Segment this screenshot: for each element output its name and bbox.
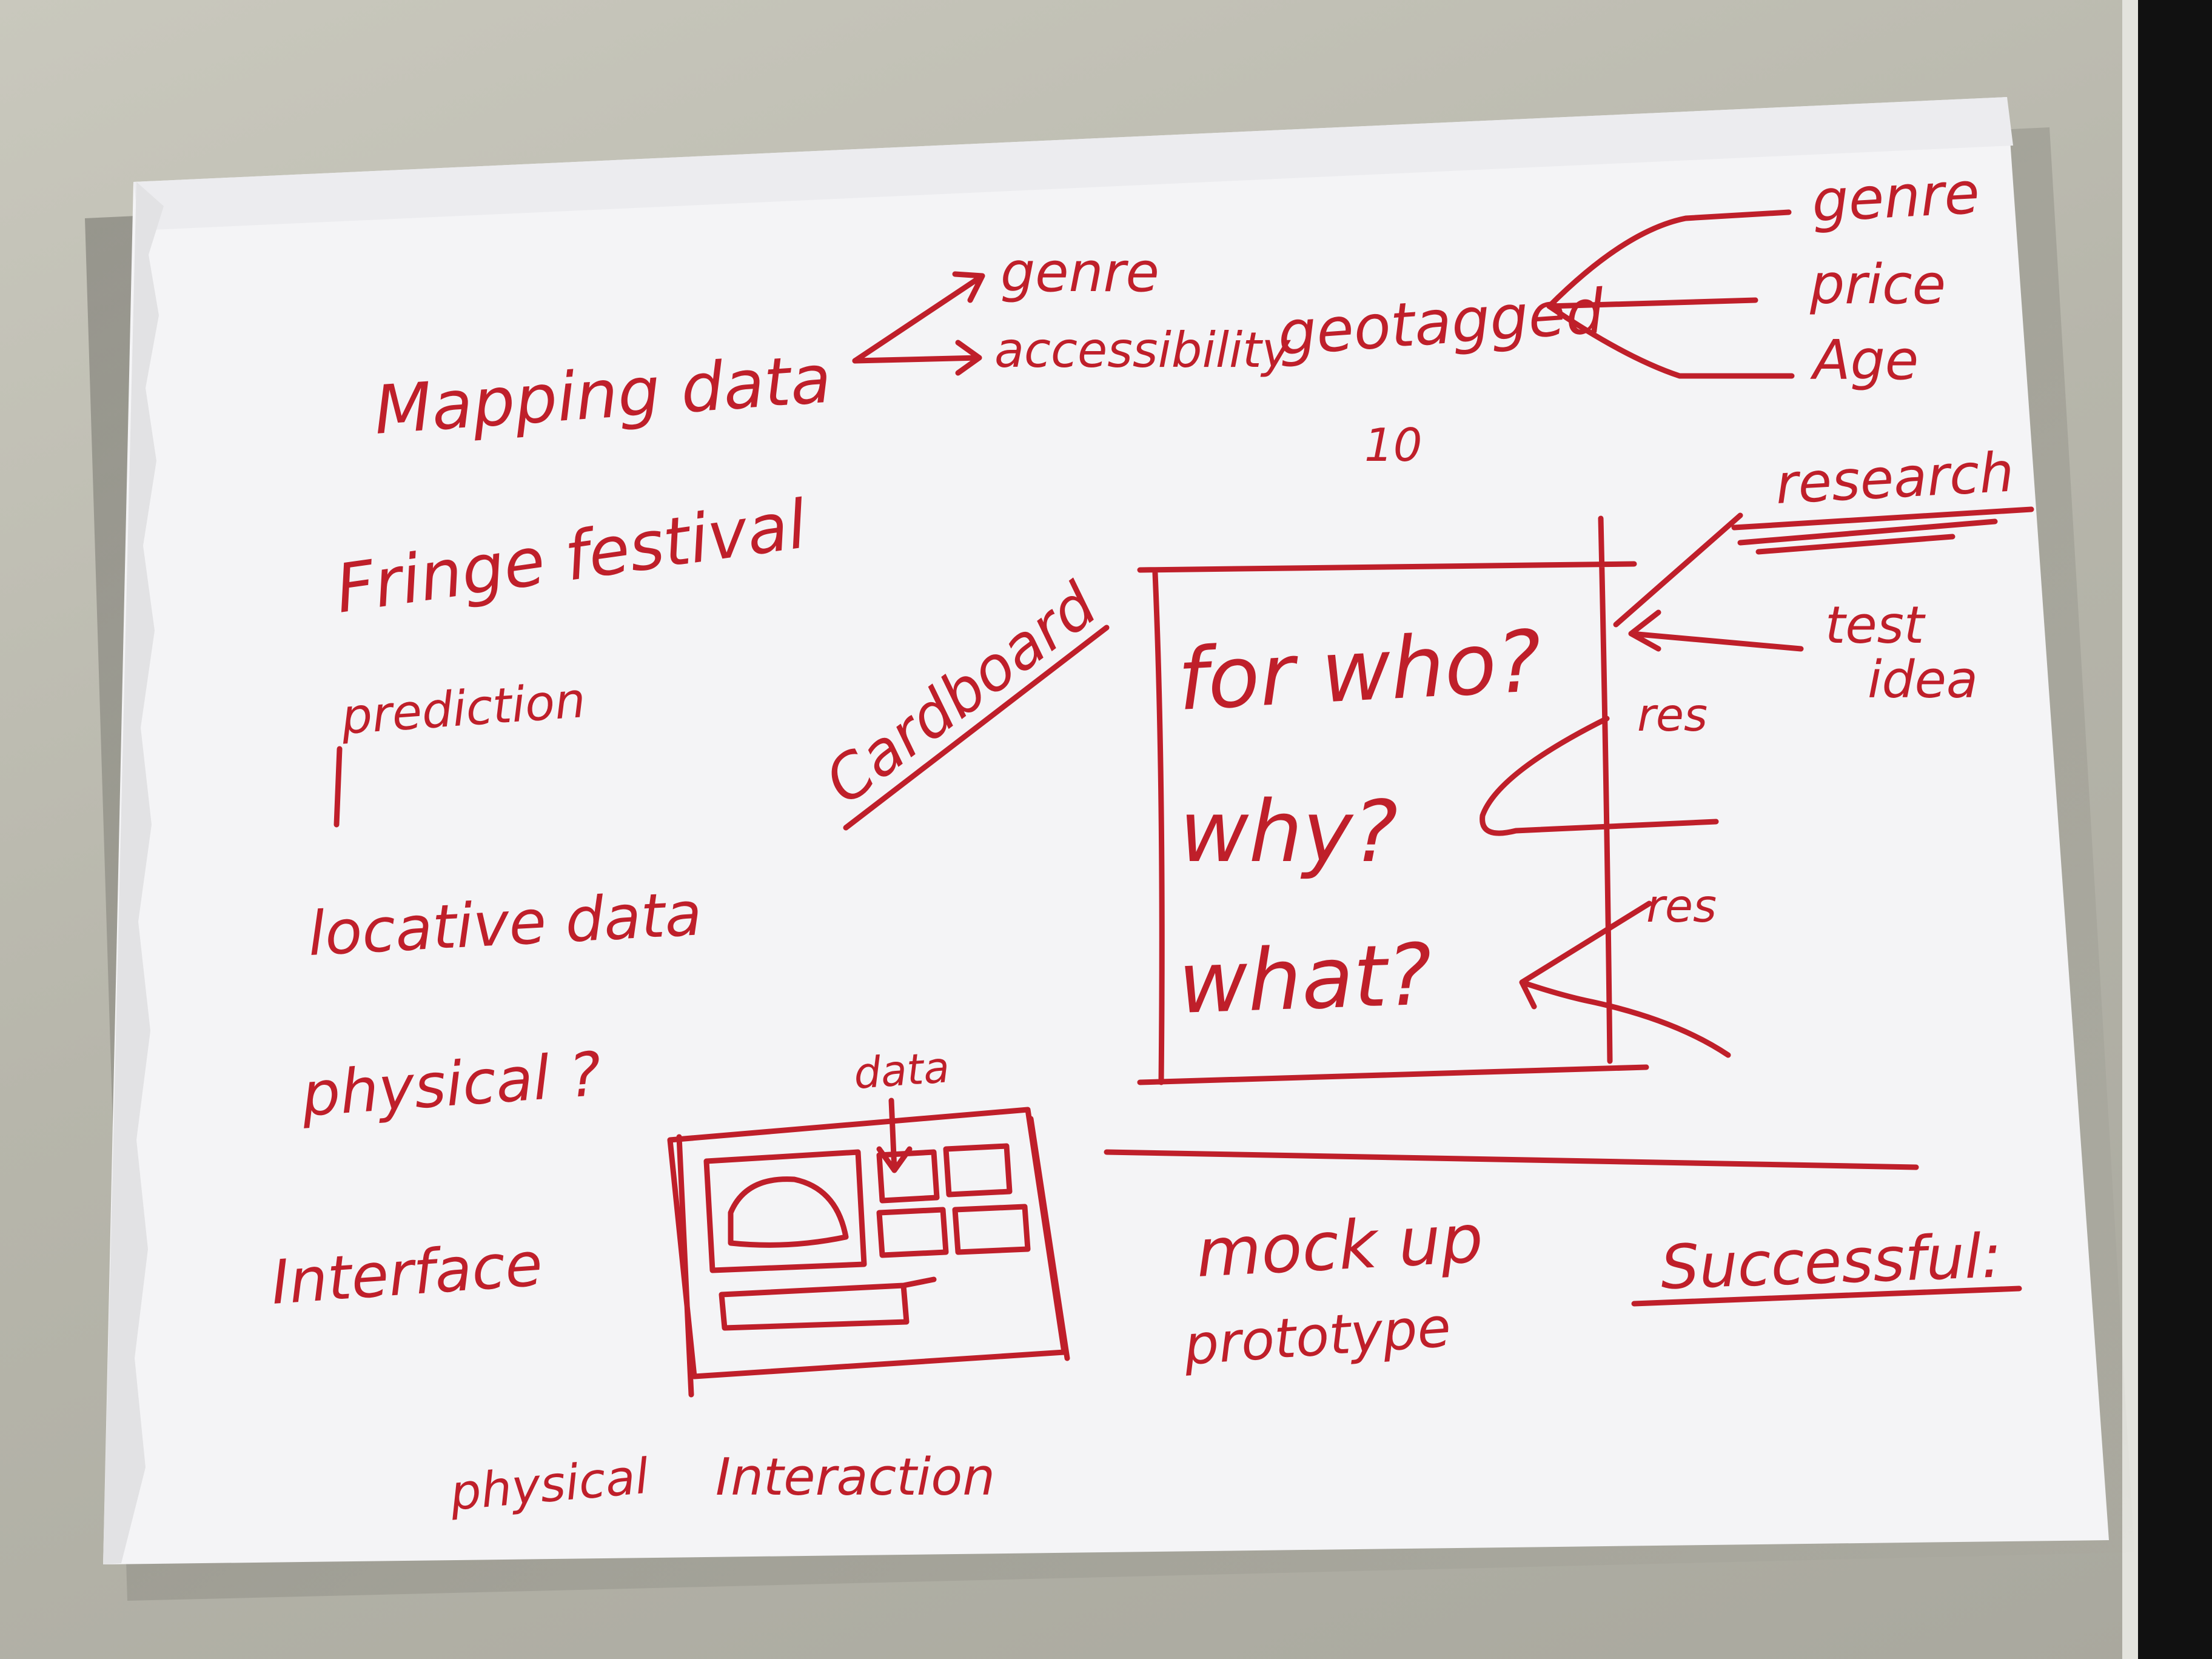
data-label: data [852,1042,951,1099]
what-label: what? [1176,925,1433,1033]
age-label: Age [1810,329,1919,392]
test-idea-arrow [1628,609,1804,652]
paper-torn-edge [103,182,164,1564]
sketch-map-blob [728,1176,849,1248]
arrow-to-accessibility [852,340,982,376]
prediction-stem [333,746,343,828]
ink-strokes [333,209,2034,1398]
sketch-tile-1 [876,1149,940,1204]
research-arrow [1613,512,1743,628]
successful-label: Successful: [1660,1220,2003,1303]
idea-label: idea [1868,650,1978,710]
price-label: price [1809,253,1946,317]
test-label: test [1825,595,1926,655]
sketch-bar [719,1276,937,1331]
research-label: research [1774,441,2016,517]
accessibility-label: accessibility [994,322,1292,378]
number-10-label: 10 [1364,418,1422,472]
question-box [1137,515,1649,1085]
branch-age [1546,303,1795,379]
mock-up-label: mock up [1195,1199,1485,1292]
sketch-frame [667,1107,1070,1398]
dark-edge [2137,0,2212,1659]
res-label-2: res [1646,879,1717,933]
sketch-map-box [703,1149,867,1273]
paper-fold [133,97,2013,230]
res-arrow-1 [1480,716,1719,836]
separator-line [1104,1149,1919,1170]
genre-label-2: genre [1810,160,1981,235]
branch-price [1546,297,1758,309]
paper-sheet [103,97,2109,1564]
research-underline [1731,506,2034,555]
arrow-to-genre [852,271,985,364]
data-arrow [876,1098,913,1173]
interaction-label: Interaction [716,1447,995,1507]
sketch-tile-4 [952,1204,1031,1255]
sketch-tile-2 [943,1143,1013,1198]
why-label: why? [1179,783,1398,882]
for-who-label: for who? [1175,612,1544,730]
branch-genre [1546,209,1792,309]
board-edge [2122,0,2138,1659]
res-label-1: res [1637,688,1708,742]
successful-underline [1631,1285,2022,1307]
res-arrow-2 [1519,900,1731,1058]
sketch-tile-3 [876,1207,949,1258]
genre-label-1: genre [1000,241,1159,304]
cardboard-underline [843,625,1110,831]
